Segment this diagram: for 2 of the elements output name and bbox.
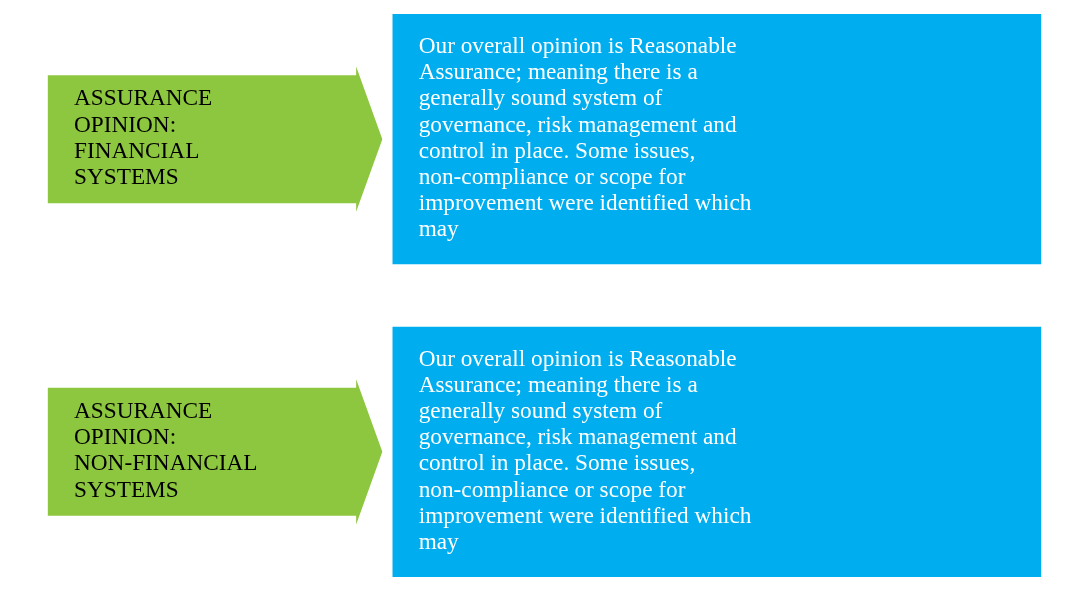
node-box: Our overall opinion is Reasonable Assurance; meaning there is a generally sound system of governance, risk management and control in place. Some issues, non-compliance or scope for improvement were identified which may [392,14,1041,265]
node-box: Our overall opinion is Reasonable Assurance; meaning there is a generally sound system of governance, risk management and control in place. Some issues, non-compliance or scope for improvement were identified which may [392,326,1041,577]
